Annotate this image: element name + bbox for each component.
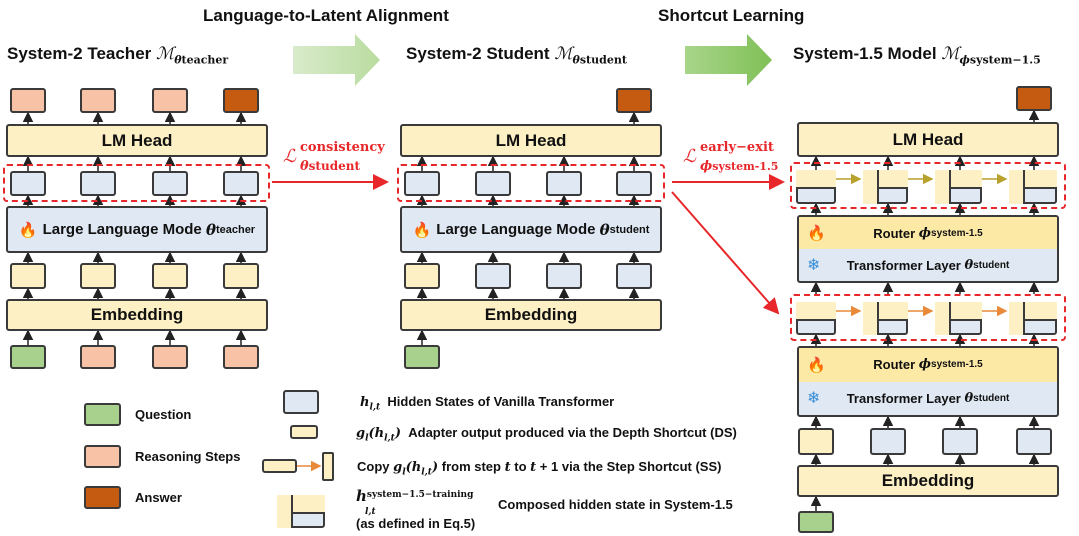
- system15-adapter-token: [798, 428, 834, 455]
- system15-input-hidden: [1016, 428, 1052, 455]
- legend-reasoning-swatch: [84, 445, 121, 468]
- student-input-hidden: [475, 263, 511, 289]
- student-input-hidden: [616, 263, 652, 289]
- teacher-adapter-token: [223, 263, 259, 289]
- legend-copy-source-swatch: [262, 459, 297, 473]
- fire-icon: 🔥: [18, 221, 38, 239]
- teacher-embedding: Embedding: [6, 299, 268, 331]
- teacher-hidden-state: [80, 171, 116, 196]
- student-hidden-state: [616, 171, 652, 196]
- teacher-question-token: [10, 345, 46, 369]
- legend-adapter-label: gl(hl,t) Adapter output produced via the…: [356, 425, 737, 444]
- composed-state: [863, 302, 908, 335]
- teacher-input-token: [223, 345, 259, 369]
- legend-adapter-swatch: [290, 425, 318, 439]
- system15-embedding: Embedding: [797, 465, 1059, 497]
- fire-icon: 🔥: [412, 221, 432, 239]
- system15-arrows: [810, 109, 1040, 511]
- legend-composed-sub: l,t: [365, 507, 376, 517]
- teacher-input-token: [80, 345, 116, 369]
- student-hidden-state: [404, 171, 440, 196]
- legend-copy-target-swatch: [322, 452, 334, 481]
- teacher-adapter-token: [80, 263, 116, 289]
- composed-state: [863, 170, 908, 204]
- student-question-token: [404, 345, 440, 369]
- legend-hidden-label: hl,t Hidden States of Vanilla Transforme…: [360, 394, 615, 413]
- fire-icon: 🔥: [807, 225, 826, 242]
- legend-hidden-swatch: [283, 390, 319, 414]
- teacher-output-token: [10, 88, 46, 113]
- system15-answer-token: [1016, 86, 1052, 111]
- student-lm-head: LM Head: [400, 124, 662, 157]
- student-answer-token: [616, 88, 652, 113]
- composed-state: [935, 302, 982, 335]
- teacher-answer-token: [223, 88, 259, 113]
- early-exit-arrow-lower: [671, 191, 780, 315]
- teacher-output-token: [80, 88, 116, 113]
- legend-composed-sup: hsystem−1.5−training: [356, 487, 474, 505]
- student-title: System-2 Student ℳθstudent: [406, 44, 627, 67]
- composed-state: [1009, 170, 1057, 204]
- teacher-title: System-2 Teacher ℳθteacher: [7, 44, 229, 67]
- teacher-input-token: [152, 345, 188, 369]
- legend-question-label: Question: [135, 407, 192, 422]
- system15-input-hidden: [942, 428, 978, 455]
- teacher-adapter-token: [152, 263, 188, 289]
- shortcut-heading: Shortcut Learning: [658, 6, 805, 25]
- legend-copy-label: Copy gl(hl,t) from step t to t + 1 via t…: [357, 459, 722, 478]
- composed-state: [935, 170, 982, 204]
- alignment-heading: Language-to-Latent Alignment: [203, 6, 449, 25]
- legend-reasoning-label: Reasoning Steps: [135, 449, 241, 464]
- alignment-arrow: [293, 34, 380, 86]
- teacher-hidden-dashed-box: [3, 164, 270, 202]
- consistency-loss-label: ℒ consistency θstudent: [283, 140, 385, 174]
- legend-question-swatch: [84, 403, 121, 426]
- teacher-lm-head: LM Head: [6, 124, 268, 157]
- student-hidden-state: [475, 171, 511, 196]
- early-exit-loss-label: ℒ early−exit ϕsystem-1.5: [683, 140, 779, 174]
- system15-title: System-1.5 Model ℳϕsystem−1.5: [793, 44, 1041, 67]
- legend-composed-label: Composed hidden state in System-1.5: [498, 497, 733, 512]
- legend-composed-swatch: [277, 495, 325, 528]
- legend-answer-label: Answer: [135, 490, 182, 505]
- student-hidden-state: [546, 171, 582, 196]
- composed-state: [1009, 302, 1057, 335]
- system15-lower-dashed-box: [790, 294, 1066, 341]
- student-input-hidden: [546, 263, 582, 289]
- teacher-output-token: [152, 88, 188, 113]
- shortcut-arrow: [685, 34, 772, 86]
- teacher-adapter-token: [10, 263, 46, 289]
- teacher-hidden-state: [152, 171, 188, 196]
- system15-lm-head: LM Head: [797, 122, 1059, 157]
- composed-state: [796, 170, 836, 204]
- student-adapter-token: [404, 263, 440, 289]
- legend-composed-note: (as defined in Eq.5): [356, 516, 476, 531]
- student-hidden-dashed-box: [397, 164, 665, 202]
- legend-answer-swatch: [84, 486, 121, 509]
- fire-icon: 🔥: [807, 356, 826, 374]
- student-embedding: Embedding: [400, 299, 662, 331]
- system15-question-token: [798, 511, 834, 533]
- snowflake-icon: ❄: [807, 390, 821, 408]
- composed-state: [796, 302, 836, 335]
- teacher-hidden-state: [223, 171, 259, 196]
- system15-input-hidden: [870, 428, 906, 455]
- teacher-hidden-state: [10, 171, 46, 196]
- system15-upper-dashed-box: [790, 162, 1066, 209]
- snowflake-icon: ❄: [807, 257, 821, 274]
